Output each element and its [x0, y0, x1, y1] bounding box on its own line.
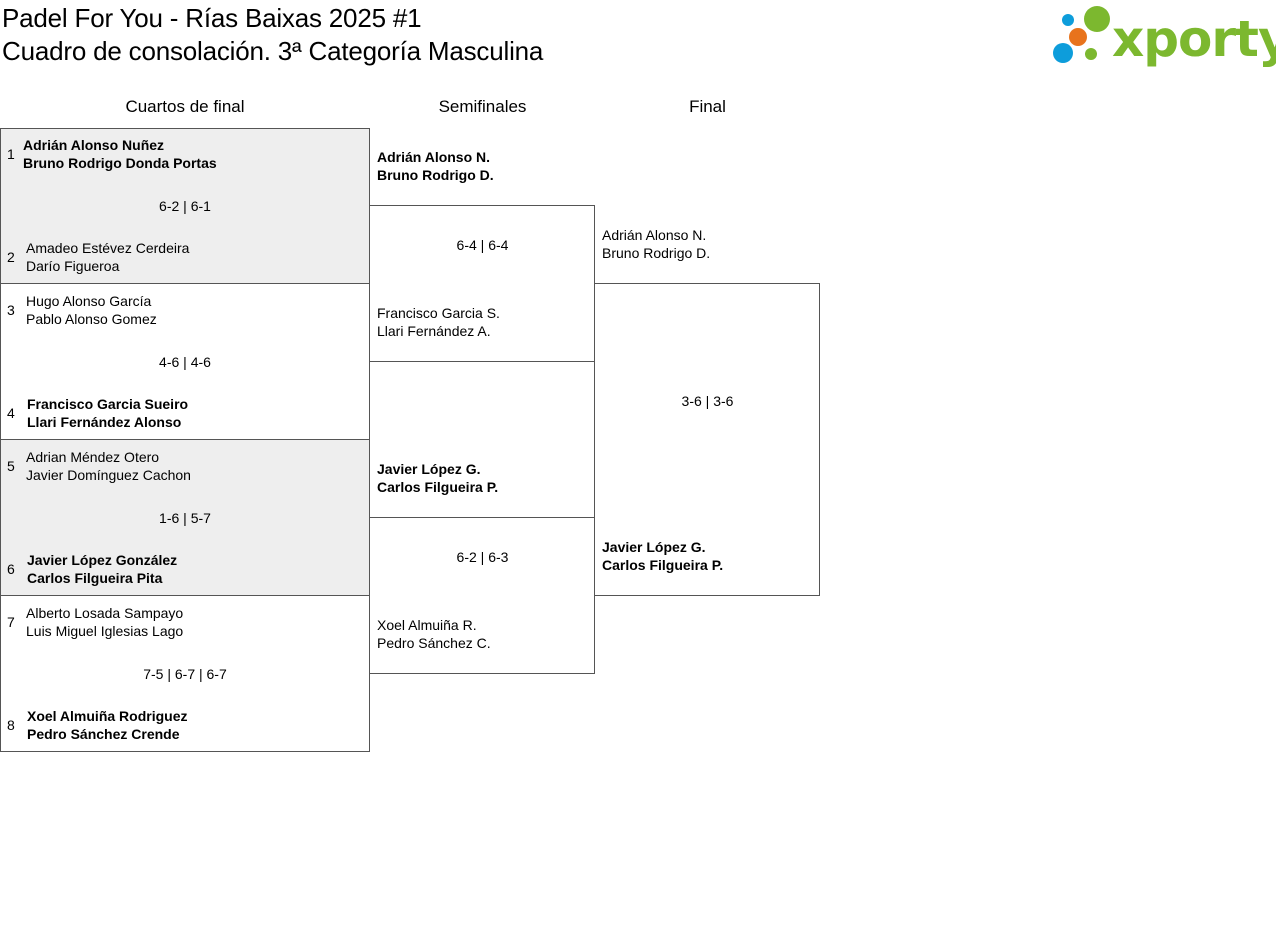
player-name: Hugo Alonso García	[26, 293, 152, 309]
qf4-score: 7-5 | 6-7 | 6-7	[143, 666, 227, 682]
sf2-team-a: Javier López G. Carlos Filgueira P.	[377, 460, 498, 496]
draw-name: Cuadro de consolación. 3ª Categoría Masc…	[2, 36, 544, 66]
qf3-score: 1-6 | 5-7	[159, 510, 211, 526]
seed-number: 1	[7, 146, 15, 162]
qf3-team-b: Javier López González Carlos Filgueira P…	[27, 551, 177, 587]
xporty-logo-text: xporty	[1112, 10, 1276, 68]
player-name: Francisco Garcia Sueiro	[27, 396, 189, 412]
xporty-logo-mark: xporty	[1053, 6, 1280, 68]
tournament-name: Padel For You - Rías Baixas 2025 #1	[2, 3, 422, 33]
qf2-score: 4-6 | 4-6	[159, 354, 211, 370]
round-header-final: Final	[689, 97, 726, 116]
player-name: Javier López G.	[602, 539, 706, 555]
sf2-score: 6-2 | 6-3	[456, 549, 509, 565]
player-name: Llari Fernández A.	[377, 323, 491, 339]
qf-match-1	[0, 128, 370, 284]
seed-number: 5	[7, 458, 15, 474]
final-team-a: Adrián Alonso N. Bruno Rodrigo D.	[602, 226, 710, 262]
player-name: Pablo Alonso Gomez	[26, 311, 157, 327]
player-name: Adrián Alonso N.	[602, 227, 707, 243]
seed-number: 8	[7, 717, 15, 733]
final-team-b: Javier López G. Carlos Filgueira P.	[602, 538, 723, 574]
sf1-team-a: Adrián Alonso N. Bruno Rodrigo D.	[377, 148, 494, 184]
player-name: Adrián Alonso Nuñez	[23, 137, 165, 153]
player-name: Carlos Filgueira P.	[602, 557, 724, 573]
qf1-team-a: Adrián Alonso Nuñez Bruno Rodrigo Donda …	[23, 136, 217, 172]
seed-number: 4	[7, 405, 15, 421]
sf1-score: 6-4 | 6-4	[456, 237, 509, 253]
player-name: Carlos Filgueira P.	[377, 479, 499, 495]
player-name: Adrian Méndez Otero	[26, 449, 160, 465]
player-name: Darío Figueroa	[26, 258, 120, 274]
player-name: Bruno Rodrigo D.	[377, 167, 494, 183]
player-name: Xoel Almuiña R.	[377, 617, 477, 633]
player-name: Javier Domínguez Cachon	[26, 467, 191, 483]
qf4-team-a: Alberto Losada Sampayo Luis Miguel Igles…	[26, 604, 183, 640]
player-name: Amadeo Estévez Cerdeira	[26, 240, 190, 256]
player-name: Luis Miguel Iglesias Lago	[26, 623, 184, 639]
qf2-team-b: Francisco Garcia Sueiro Llari Fernández …	[27, 395, 188, 431]
final-match	[594, 283, 820, 596]
qf2-team-a: Hugo Alonso García Pablo Alonso Gomez	[26, 292, 157, 328]
player-name: Adrián Alonso N.	[377, 149, 491, 165]
sf2-team-b: Xoel Almuiña R. Pedro Sánchez C.	[377, 616, 491, 652]
round-header-semifinals: Semifinales	[438, 97, 527, 116]
player-name: Pedro Sánchez Crende	[27, 726, 180, 742]
player-name: Javier López G.	[377, 461, 481, 477]
qf4-team-b: Xoel Almuiña Rodriguez Pedro Sánchez Cre…	[27, 707, 188, 743]
xporty-logo[interactable]: xporty	[1050, 4, 1280, 68]
seed-number: 6	[7, 561, 15, 577]
player-name: Llari Fernández Alonso	[27, 414, 182, 430]
qf1-score: 6-2 | 6-1	[159, 198, 211, 214]
qf1-team-b: Amadeo Estévez Cerdeira Darío Figueroa	[26, 239, 189, 275]
sf1-team-b: Francisco Garcia S. Llari Fernández A.	[377, 304, 500, 340]
player-name: Bruno Rodrigo D.	[602, 245, 711, 261]
player-name: Javier López González	[27, 552, 178, 568]
qf-match-3	[0, 439, 370, 596]
round-header-quarterfinals: Cuartos de final	[125, 97, 245, 116]
seed-number: 7	[7, 614, 15, 630]
player-name: Francisco Garcia S.	[377, 305, 500, 321]
player-name: Xoel Almuiña Rodriguez	[27, 708, 188, 724]
seed-number: 2	[7, 249, 15, 265]
page-title: Padel For You - Rías Baixas 2025 #1 Cuad…	[2, 2, 543, 68]
player-name: Alberto Losada Sampayo	[26, 605, 184, 621]
seed-number: 3	[7, 302, 15, 318]
player-name: Carlos Filgueira Pita	[27, 570, 163, 586]
player-name: Pedro Sánchez C.	[377, 635, 491, 651]
final-score: 3-6 | 3-6	[681, 393, 734, 409]
qf3-team-a: Adrian Méndez Otero Javier Domínguez Cac…	[26, 448, 191, 484]
player-name: Bruno Rodrigo Donda Portas	[23, 155, 217, 171]
